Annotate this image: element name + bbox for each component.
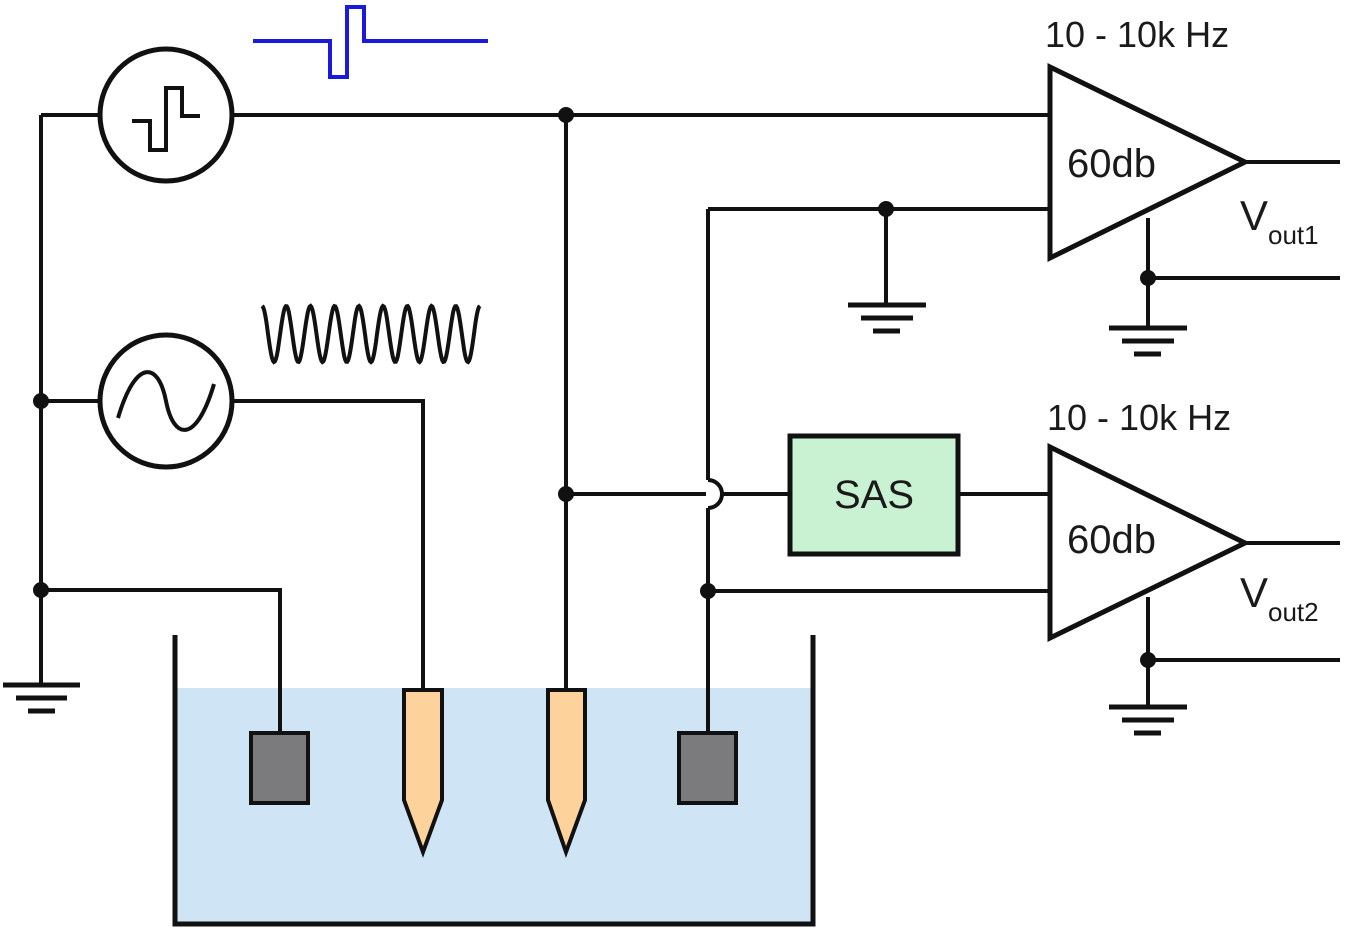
ground-icon [1109,704,1187,736]
pulse-waveform [253,5,488,79]
vout1-main: V [1240,192,1268,239]
amplifier-1 [1047,63,1251,263]
pulse-source [97,46,235,184]
ground-icon [848,302,926,334]
sine-icon [116,370,216,432]
vout1-sub: out1 [1268,220,1319,250]
reference-electrode-right [677,731,738,805]
amp2-gain: 60db [1067,518,1156,562]
amp1-gain: 60db [1067,142,1156,186]
amp2-output-label: Vout2 [1240,569,1319,627]
sine-waveform [260,303,482,365]
recording-electrode [546,688,587,858]
bath-container [172,635,816,927]
amp2-frequency: 10 - 10k Hz [1047,397,1231,438]
vout2-main: V [1240,569,1268,616]
wires [39,113,1340,733]
ground-icon [1109,325,1187,357]
bath-solution [175,688,813,924]
sas-label: SAS [834,473,914,517]
amp1-frequency: 10 - 10k Hz [1045,14,1229,55]
amplifier-2 [1047,442,1251,642]
sas-box [787,433,961,557]
junction-dots [33,107,1156,668]
sine-source [97,332,235,470]
vout2-sub: out2 [1268,597,1319,627]
reference-electrode-left [249,731,310,805]
pulse-icon [132,86,200,152]
amp1-output-label: Vout1 [1240,192,1319,250]
ground-icon [3,682,80,714]
stimulating-electrode [402,688,444,858]
